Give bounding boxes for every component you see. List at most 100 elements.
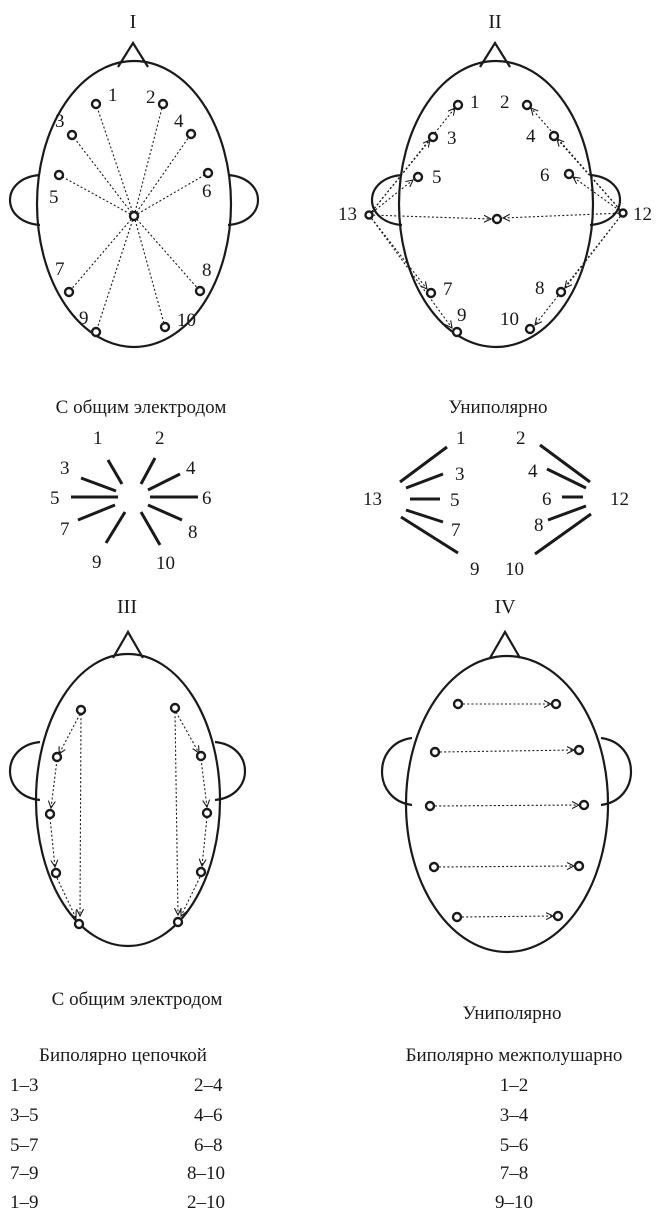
panel-ii-caption: Униполярно bbox=[449, 397, 548, 418]
interhemispheric-pair: 7–8 bbox=[500, 1163, 529, 1184]
head-outline bbox=[404, 654, 610, 954]
unipolar-arrows bbox=[368, 108, 624, 328]
electrode-label: 5 bbox=[49, 187, 59, 208]
head-outline bbox=[35, 59, 233, 349]
electrode-1 bbox=[90, 98, 102, 110]
right-ear-icon bbox=[227, 173, 260, 227]
electrode-4 bbox=[573, 744, 585, 756]
legend-label: 1 bbox=[456, 428, 466, 449]
interhemispheric-pair: 1–2 bbox=[500, 1075, 529, 1096]
electrode-9 bbox=[451, 911, 463, 923]
bipolar-interhemispheric-title: Биполярно межполушарно bbox=[406, 1045, 623, 1066]
electrode-10 bbox=[552, 910, 564, 922]
electrodes bbox=[53, 98, 214, 338]
electrode-9 bbox=[451, 326, 463, 338]
chain-left-item: 1–9 bbox=[10, 1192, 39, 1213]
legend-label: 5 bbox=[50, 488, 60, 509]
panel-iv-title: IV bbox=[494, 596, 516, 618]
legend-label: 1 bbox=[93, 428, 103, 449]
electrode-label: 1 bbox=[108, 85, 118, 106]
electrode-2 bbox=[157, 98, 169, 110]
left-ear-icon bbox=[8, 173, 41, 227]
electrode-label: 2 bbox=[146, 87, 156, 108]
electrode-center bbox=[491, 213, 503, 225]
electrodes bbox=[44, 702, 213, 930]
electrode-2 bbox=[550, 698, 562, 710]
nose-icon bbox=[117, 40, 149, 68]
electrode-label: 3 bbox=[447, 128, 457, 149]
panel-ii-title: II bbox=[488, 11, 501, 33]
electrode-6 bbox=[578, 799, 590, 811]
legend-label: 2 bbox=[516, 428, 526, 449]
electrode-label: 12 bbox=[633, 204, 652, 225]
electrode-7 bbox=[50, 867, 62, 879]
interhemispheric-arrows bbox=[435, 704, 579, 917]
legend-label: 3 bbox=[455, 464, 465, 485]
chain-left-item: 3–5 bbox=[10, 1105, 39, 1126]
reference-lines bbox=[58, 103, 209, 333]
electrode-labels: 1 2 3 4 5 6 7 8 9 10 bbox=[49, 85, 212, 331]
chain-left-item: 7–9 bbox=[10, 1163, 39, 1184]
electrode-label: 9 bbox=[79, 308, 89, 329]
nose-icon bbox=[489, 629, 521, 659]
panel-iii: III С общим элек bbox=[8, 596, 247, 1010]
electrode-labels: 1 2 3 4 5 6 7 8 9 10 12 13 bbox=[338, 92, 652, 330]
chain-right-item: 8–10 bbox=[187, 1163, 225, 1184]
electrode-label: 4 bbox=[526, 126, 536, 147]
electrode-10 bbox=[172, 916, 184, 928]
panel-iv-caption: Униполярно bbox=[463, 1003, 562, 1024]
panel-i-legend: 1 2 3 4 5 6 7 8 9 10 bbox=[50, 428, 212, 574]
bipolar-chain-title: Биполярно цепочкой bbox=[39, 1045, 207, 1066]
electrode-label: 9 bbox=[457, 305, 467, 326]
electrode-3 bbox=[66, 129, 78, 141]
electrode-7 bbox=[428, 861, 440, 873]
electrode-1 bbox=[452, 698, 464, 710]
electrode-8 bbox=[194, 285, 206, 297]
legend-label: 3 bbox=[60, 458, 70, 479]
right-ear-icon bbox=[600, 736, 633, 807]
panel-i-title: I bbox=[130, 11, 137, 33]
electrodes bbox=[364, 99, 628, 338]
legend-label: 4 bbox=[186, 458, 196, 479]
left-ear-icon bbox=[8, 740, 41, 802]
legend-label: 6 bbox=[542, 489, 552, 510]
electrode-5 bbox=[424, 800, 436, 812]
panel-iii-caption: С общим электродом bbox=[52, 989, 223, 1010]
electrode-label: 8 bbox=[202, 260, 212, 281]
legend-label: 7 bbox=[60, 519, 70, 540]
electrode-4 bbox=[548, 130, 560, 142]
electrode-4 bbox=[195, 750, 207, 762]
interhemispheric-pair: 9–10 bbox=[495, 1192, 533, 1213]
electrode-label: 2 bbox=[500, 92, 510, 113]
electrode-8 bbox=[555, 286, 567, 298]
legend-label: 5 bbox=[450, 490, 460, 511]
electrode-label: 6 bbox=[540, 165, 550, 186]
electrode-10 bbox=[159, 321, 171, 333]
electrode-7 bbox=[63, 286, 75, 298]
nose-icon bbox=[112, 629, 144, 659]
chain-right-item: 2–10 bbox=[187, 1192, 225, 1213]
legend-label: 4 bbox=[528, 461, 538, 482]
interhemispheric-pair: 3–4 bbox=[500, 1105, 529, 1126]
chain-right-item: 4–6 bbox=[194, 1105, 223, 1126]
electrode-5 bbox=[412, 171, 424, 183]
electrode-label: 10 bbox=[177, 310, 196, 331]
electrode-3 bbox=[51, 751, 63, 763]
legend-label: 6 bbox=[202, 488, 212, 509]
panel-ii: II bbox=[338, 11, 652, 580]
electrodes bbox=[424, 698, 590, 923]
legend-label: 9 bbox=[92, 552, 102, 573]
electrode-4 bbox=[185, 128, 197, 140]
electrode-2 bbox=[169, 702, 181, 714]
right-ear-icon bbox=[589, 173, 622, 227]
electrode-6 bbox=[563, 168, 575, 180]
electrode-label: 4 bbox=[174, 111, 184, 132]
right-ear-icon bbox=[214, 740, 247, 802]
electrode-12 bbox=[618, 208, 628, 218]
electrode-label: 13 bbox=[338, 204, 357, 225]
left-ear-icon bbox=[370, 173, 403, 227]
legend-label: 2 bbox=[155, 428, 165, 449]
electrode-1 bbox=[75, 704, 87, 716]
bipolar-chain-arrows bbox=[50, 711, 207, 918]
